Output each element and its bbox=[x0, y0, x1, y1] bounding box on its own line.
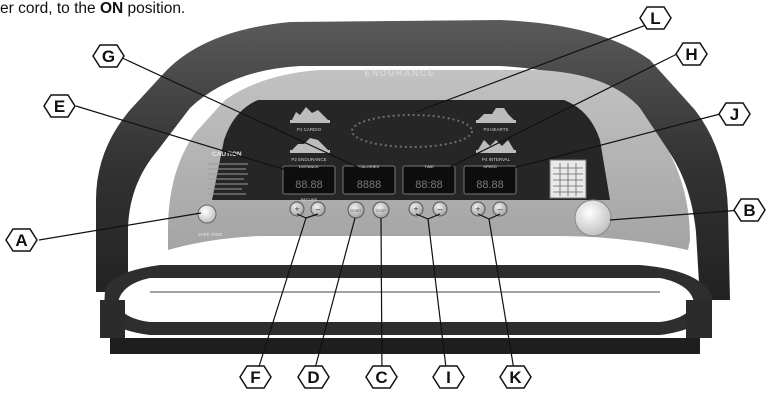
callout-B: B bbox=[733, 198, 766, 222]
callout-lines bbox=[38, 21, 743, 377]
svg-text:H: H bbox=[685, 45, 697, 64]
display-distance-value: 88.88 bbox=[295, 179, 323, 191]
display-time-label: TIME bbox=[424, 164, 434, 169]
callout-L: L bbox=[639, 6, 672, 30]
minus-icon: – bbox=[437, 204, 442, 214]
svg-text:D: D bbox=[307, 368, 319, 387]
heart-rate-chart bbox=[549, 159, 587, 199]
program-label-4: P4 INTERVAL bbox=[482, 157, 511, 162]
svg-text:A: A bbox=[15, 231, 27, 250]
distance-plus-button[interactable]: + bbox=[289, 201, 305, 217]
svg-text:B: B bbox=[743, 201, 755, 220]
plus-icon: + bbox=[475, 204, 480, 214]
intro-text: er cord, to the ON position. bbox=[0, 0, 185, 18]
minus-icon: – bbox=[315, 204, 320, 214]
svg-text:G: G bbox=[102, 47, 115, 66]
dot-matrix-display bbox=[351, 114, 473, 148]
display-calories-label: CALORIES bbox=[359, 164, 380, 169]
caution-heading: CAUTION bbox=[212, 151, 242, 158]
program-label-2: P2 ENDURANCE bbox=[291, 157, 326, 162]
speed-plus-button[interactable]: + bbox=[470, 201, 486, 217]
brand-logo: ENDURANCE bbox=[364, 68, 435, 78]
intro-suffix: position. bbox=[123, 0, 186, 17]
svg-text:K: K bbox=[509, 368, 522, 387]
start-button-label: START bbox=[350, 209, 362, 213]
program-label-3: P3 HEARTS bbox=[484, 127, 509, 132]
callout-A: A bbox=[5, 228, 38, 252]
display-calories-value: 8888 bbox=[357, 179, 381, 191]
svg-text:L: L bbox=[650, 9, 660, 28]
display-time: TIME 88:88 bbox=[402, 164, 456, 195]
start-button[interactable]: START bbox=[347, 201, 365, 219]
intro-prefix: er cord, to the bbox=[0, 0, 100, 17]
time-minus-button[interactable]: – bbox=[432, 201, 448, 217]
display-distance-sublabel: RECUPS bbox=[301, 197, 318, 202]
callout-J: J bbox=[718, 102, 751, 126]
display-distance-label: DISTANCE bbox=[299, 164, 319, 169]
svg-text:I: I bbox=[446, 368, 451, 387]
callout-D: D bbox=[297, 365, 330, 389]
display-calories: CALORIES 8888 bbox=[342, 164, 396, 195]
plus-icon: + bbox=[413, 204, 418, 214]
program-profile-icons bbox=[290, 107, 516, 153]
callout-F: F bbox=[239, 365, 272, 389]
speed-minus-button[interactable]: – bbox=[492, 201, 508, 217]
console-frame bbox=[96, 20, 730, 354]
safety-key-label: SAFE TABS bbox=[198, 232, 222, 237]
display-speed: SPEED 88.88 bbox=[463, 164, 517, 195]
plus-icon: + bbox=[294, 204, 299, 214]
callout-I: I bbox=[432, 365, 465, 389]
time-plus-button[interactable]: + bbox=[408, 201, 424, 217]
fan-knob[interactable] bbox=[574, 199, 612, 237]
intro-emphasis: ON bbox=[99, 0, 124, 17]
caution-label: CAUTION bbox=[208, 151, 248, 195]
display-time-value: 88:88 bbox=[415, 179, 443, 191]
program-label-1: P1 CARDIO bbox=[297, 127, 322, 132]
minus-icon: – bbox=[497, 204, 502, 214]
callout-G: G bbox=[92, 44, 125, 68]
distance-minus-button[interactable]: – bbox=[310, 201, 326, 217]
svg-text:E: E bbox=[54, 97, 65, 116]
callout-E: E bbox=[43, 94, 76, 118]
svg-text:J: J bbox=[730, 105, 739, 124]
display-speed-label: SPEED bbox=[483, 164, 497, 169]
stop-button[interactable]: STOP bbox=[372, 201, 390, 219]
callouts: A B C D E F G bbox=[5, 6, 766, 389]
callout-C: C bbox=[365, 365, 398, 389]
callout-H: H bbox=[675, 42, 708, 66]
svg-text:C: C bbox=[375, 368, 387, 387]
callout-K: K bbox=[499, 365, 532, 389]
svg-text:F: F bbox=[250, 368, 260, 387]
display-speed-value: 88.88 bbox=[476, 179, 504, 191]
stop-button-label: STOP bbox=[376, 209, 386, 213]
